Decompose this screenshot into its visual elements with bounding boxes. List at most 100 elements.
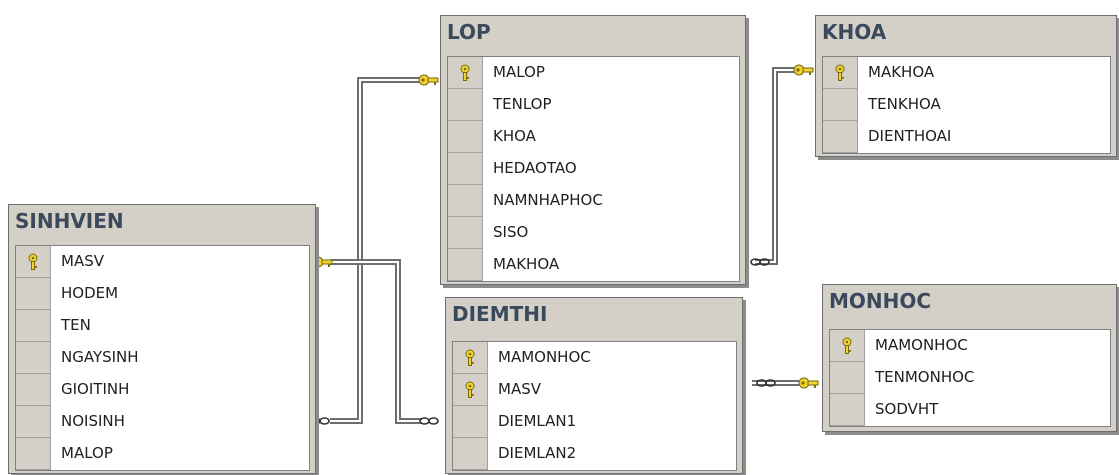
- column-list: MALOP TENLOP KHOA HEDAOTAO NAMNHAPHOC SI…: [447, 56, 740, 282]
- row-selector[interactable]: [448, 217, 483, 249]
- column-row[interactable]: SISO: [448, 217, 739, 249]
- relationship-lop-khoa: [750, 64, 814, 266]
- column-row[interactable]: DIEMLAN1: [453, 406, 736, 438]
- column-name: GIOITINH: [61, 380, 130, 398]
- column-row[interactable]: MAMONHOC: [830, 330, 1110, 362]
- row-selector[interactable]: [16, 246, 51, 278]
- column-row[interactable]: TENKHOA: [823, 89, 1110, 121]
- column-row[interactable]: NGAYSINH: [16, 342, 309, 374]
- column-name: DIEMLAN1: [498, 412, 577, 430]
- row-selector[interactable]: [830, 362, 865, 394]
- column-name: MAMONHOC: [875, 336, 968, 354]
- key-icon: [460, 64, 470, 81]
- table-diemthi[interactable]: DIEMTHI MAMONHOC: [445, 297, 743, 474]
- row-selector[interactable]: [830, 394, 865, 426]
- relationship-diemthi-monhoc: [752, 377, 819, 389]
- column-list: MAMONHOC MASV DIEMLAN1 D: [452, 341, 737, 471]
- column-row[interactable]: MASV: [453, 374, 736, 406]
- column-name: DIENTHOAI: [868, 127, 952, 145]
- column-name: NAMNHAPHOC: [493, 191, 603, 209]
- column-row[interactable]: DIEMLAN2: [453, 438, 736, 470]
- column-name: MALOP: [61, 444, 113, 462]
- column-name: TEN: [61, 316, 91, 334]
- column-row[interactable]: TENLOP: [448, 89, 739, 121]
- key-icon: [842, 337, 852, 354]
- column-name: MAKHOA: [493, 255, 560, 273]
- column-name: TENKHOA: [868, 95, 941, 113]
- key-icon: [418, 74, 439, 86]
- column-row[interactable]: TEN: [16, 310, 309, 342]
- row-selector[interactable]: [453, 342, 488, 374]
- row-selector[interactable]: [448, 185, 483, 217]
- column-row[interactable]: HODEM: [16, 278, 309, 310]
- key-icon: [793, 64, 814, 76]
- column-row[interactable]: SODVHT: [830, 394, 1110, 426]
- row-selector[interactable]: [448, 249, 483, 281]
- row-selector[interactable]: [830, 330, 865, 362]
- row-selector[interactable]: [823, 121, 858, 153]
- column-name: MALOP: [493, 63, 545, 81]
- column-row[interactable]: GIOITINH: [16, 374, 309, 406]
- table-lop[interactable]: LOP MALOP TENLOP KHOA: [440, 15, 746, 285]
- row-selector[interactable]: [16, 310, 51, 342]
- column-name: TENMONHOC: [875, 368, 975, 386]
- column-name: DIEMLAN2: [498, 444, 577, 462]
- row-selector[interactable]: [823, 89, 858, 121]
- column-row[interactable]: HEDAOTAO: [448, 153, 739, 185]
- table-title: SINHVIEN: [15, 209, 124, 233]
- column-row[interactable]: MAMONHOC: [453, 342, 736, 374]
- column-name: MASV: [498, 380, 541, 398]
- relationship-diemthi-sinhvien: [312, 256, 439, 425]
- key-icon: [465, 381, 475, 398]
- row-selector[interactable]: [448, 121, 483, 153]
- column-name: NGAYSINH: [61, 348, 139, 366]
- column-row[interactable]: MALOP: [448, 57, 739, 89]
- key-icon: [28, 253, 38, 270]
- row-selector[interactable]: [16, 406, 51, 438]
- column-name: MAKHOA: [868, 63, 935, 81]
- column-list: MASV HODEM TEN NGAYSINH GIOITINH NOISINH: [15, 245, 310, 471]
- key-icon: [465, 349, 475, 366]
- column-row[interactable]: MAKHOA: [823, 57, 1110, 89]
- column-name: MASV: [61, 252, 104, 270]
- column-list: MAKHOA TENKHOA DIENTHOAI: [822, 56, 1111, 154]
- column-list: MAMONHOC TENMONHOC SODVHT: [829, 329, 1111, 427]
- row-selector[interactable]: [453, 406, 488, 438]
- table-title: MONHOC: [829, 289, 932, 313]
- column-row[interactable]: NOISINH: [16, 406, 309, 438]
- table-title: DIEMTHI: [452, 302, 548, 326]
- column-name: MAMONHOC: [498, 348, 591, 366]
- column-name: HEDAOTAO: [493, 159, 577, 177]
- row-selector[interactable]: [16, 374, 51, 406]
- row-selector[interactable]: [16, 342, 51, 374]
- column-row[interactable]: MASV: [16, 246, 309, 278]
- row-selector[interactable]: [448, 89, 483, 121]
- key-icon: [835, 64, 845, 81]
- table-khoa[interactable]: KHOA MAKHOA TENKHOA DIENTH: [815, 15, 1117, 157]
- column-row[interactable]: MALOP: [16, 438, 309, 470]
- row-selector[interactable]: [453, 438, 488, 470]
- column-name: SISO: [493, 223, 529, 241]
- column-row[interactable]: TENMONHOC: [830, 362, 1110, 394]
- column-name: TENLOP: [493, 95, 552, 113]
- relationship-sinhvien-lop: [310, 74, 439, 425]
- key-icon: [798, 377, 819, 389]
- column-name: SODVHT: [875, 400, 939, 418]
- row-selector[interactable]: [823, 57, 858, 89]
- column-name: HODEM: [61, 284, 119, 302]
- row-selector[interactable]: [453, 374, 488, 406]
- row-selector[interactable]: [448, 153, 483, 185]
- column-row[interactable]: KHOA: [448, 121, 739, 153]
- table-monhoc[interactable]: MONHOC MAMONHOC TENMONHOC: [822, 284, 1117, 432]
- infinity-icon: [419, 417, 439, 425]
- column-row[interactable]: DIENTHOAI: [823, 121, 1110, 153]
- row-selector[interactable]: [448, 57, 483, 89]
- column-row[interactable]: NAMNHAPHOC: [448, 185, 739, 217]
- row-selector[interactable]: [16, 278, 51, 310]
- table-sinhvien[interactable]: SINHVIEN MASV HODEM TEN: [8, 204, 316, 474]
- column-row[interactable]: MAKHOA: [448, 249, 739, 281]
- table-title: KHOA: [822, 20, 887, 44]
- row-selector[interactable]: [16, 438, 51, 470]
